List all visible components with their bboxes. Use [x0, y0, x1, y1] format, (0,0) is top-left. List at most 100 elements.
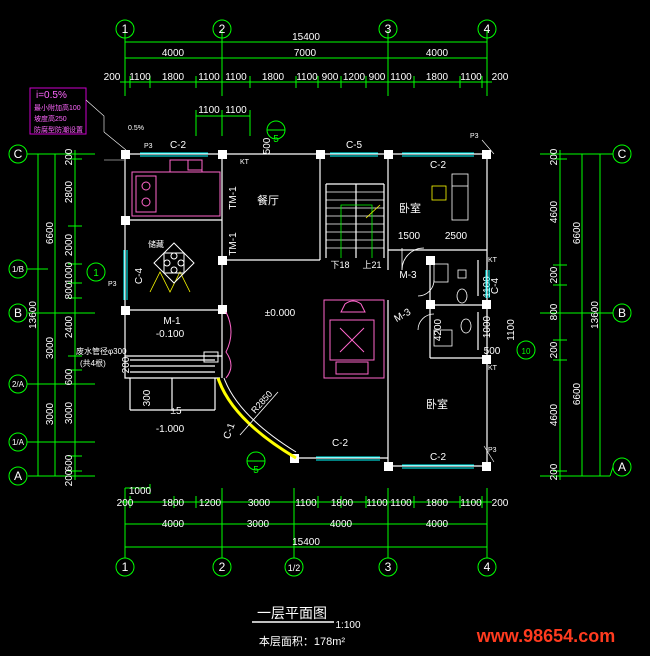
sofa-set: [323, 299, 385, 379]
dining-table: [153, 242, 195, 284]
axis-bottom-4: 4: [484, 560, 491, 574]
dim-top-detail: 1200: [343, 72, 366, 83]
walls: [124, 153, 488, 467]
dim-right-detail: 4600: [549, 200, 560, 223]
dim-right-detail: 200: [549, 341, 560, 358]
dim-left-detail: 3000: [64, 401, 75, 424]
dim-bottom-detail: 1100: [366, 498, 388, 509]
dim-top-detail: 900: [369, 72, 386, 83]
note-box: [29, 87, 105, 135]
window-tag: C-2: [430, 452, 447, 463]
dimension-lines: [28, 30, 610, 558]
title-block: 一层平面图 1:100 本层面积：178m²: [252, 605, 361, 648]
dim-right-detail: 4600: [549, 403, 560, 426]
dim-right-detail: 800: [549, 303, 560, 320]
axis-right-b: B: [618, 306, 626, 320]
dim-left-detail: 2800: [64, 180, 75, 203]
stair-down: 下18: [330, 260, 349, 270]
dim-right-detail: 200: [549, 266, 560, 283]
dim-inner-1500: 1500: [398, 231, 421, 242]
axis-bottom-2: 2: [219, 560, 226, 574]
axis-left-1a: 1/A: [12, 438, 25, 447]
dim-top-detail: 1100: [296, 72, 318, 83]
axis-right-c: C: [618, 147, 627, 161]
dim-bottom-mid-4: 4000: [426, 519, 449, 530]
axis-right-a: A: [618, 460, 626, 474]
note-line-2: 坡度高250: [34, 114, 67, 123]
pipe-tag: KT: [240, 159, 250, 166]
radius-line: [239, 391, 279, 436]
dim-right-mid-2: 6600: [572, 382, 583, 405]
axis-top-1: 1: [122, 22, 129, 36]
dim-top-detail: 200: [492, 72, 509, 83]
axis-bottom-1: 1: [122, 560, 129, 574]
circle-tag: 5: [253, 465, 259, 476]
dim-left-detail: 1000: [64, 261, 75, 284]
dim-top-small-2: 1100: [225, 105, 247, 116]
dim-top-small-1: 1100: [198, 105, 220, 116]
axis-top-2: 2: [219, 22, 226, 36]
pipe-tag: P3: [144, 143, 153, 150]
dim-bottom-detail: 1800: [162, 498, 185, 509]
bedroom-furniture: [431, 173, 469, 221]
curved-bay-window: [216, 377, 297, 460]
dim-top-detail: 1100: [390, 72, 412, 83]
window-tag: C-2: [170, 140, 187, 151]
slope-small: 0.5%: [128, 125, 144, 132]
kitchen-counter: [131, 159, 221, 217]
dim-bottom-detail: 1100: [460, 498, 482, 509]
curve-radius: R2850: [249, 389, 274, 415]
dim-bottom-detail: 1200: [199, 498, 222, 509]
dim-right-mid-1: 6600: [572, 221, 583, 244]
axis-bottom-half: 1/2: [288, 563, 301, 573]
dim-inner-500a: 500: [262, 137, 273, 154]
dim-left-total: 13600: [28, 301, 39, 329]
entry-planter: [203, 311, 232, 379]
dim-bottom-detail: 1100: [390, 498, 412, 509]
detail-tags: [86, 120, 536, 471]
level-pm: ±5: [170, 406, 181, 417]
dim-left-detail: 600: [64, 368, 75, 385]
windows: [123, 152, 490, 469]
dim-top-detail: 1100: [198, 72, 220, 83]
level-entry: -0.100: [156, 329, 185, 340]
dim-right-detail: 200: [549, 463, 560, 480]
window-tag: TM-1: [228, 232, 239, 256]
dimension-text: 15400 4000 7000 4000 200 1100 1800 1100 …: [28, 32, 601, 548]
stair-treads: [326, 191, 384, 258]
dim-top-mid-2: 7000: [294, 48, 317, 59]
dim-bottom-detail: 200: [492, 498, 509, 509]
pipe-tag: P3: [108, 281, 117, 288]
axis-left-2a: 2/A: [12, 380, 25, 389]
curved-bay-window-inner: [223, 377, 297, 453]
stair-up: 上21: [362, 260, 381, 270]
pipe-tag: P3: [488, 447, 497, 454]
dim-right-detail: 200: [549, 148, 560, 165]
dim-bottom-detail: 1800: [426, 498, 449, 509]
door-tag: M-1: [163, 316, 181, 327]
axis-left-c: C: [14, 147, 23, 161]
axis-left-1b: 1/B: [12, 265, 24, 274]
dim-inner-500b: 500: [484, 346, 501, 357]
circle-tag: 10: [522, 347, 531, 356]
drawing-scale: 1:100: [335, 620, 360, 631]
site-watermark: www.98654.com: [476, 626, 615, 646]
window-tag: C-2: [430, 160, 447, 171]
dim-bottom-mid-2: 3000: [247, 519, 270, 530]
window-door-tags: C-2 C-5 C-2 C-2 C-2 C-4 C-4 C-1 TM-1 TM-…: [93, 133, 531, 476]
slope-note: i=0.5%: [36, 90, 67, 101]
dim-top-detail: 900: [322, 72, 339, 83]
door-tag: M-3: [399, 270, 417, 281]
level-main: ±0.000: [265, 308, 296, 319]
dim-left-detail: 800: [64, 282, 75, 299]
dim-bottom-total: 15400: [292, 537, 320, 548]
axis-top-3: 3: [385, 22, 392, 36]
window-tag: C-4: [134, 268, 145, 285]
level-step: -1.000: [156, 424, 185, 435]
dim-top-detail: 1100: [129, 72, 151, 83]
dim-top-detail: 1100: [460, 72, 482, 83]
dim-right-total: 13600: [590, 301, 601, 329]
dim-left-detail: 2400: [64, 315, 75, 338]
dim-left-detail: 200: [64, 469, 75, 486]
